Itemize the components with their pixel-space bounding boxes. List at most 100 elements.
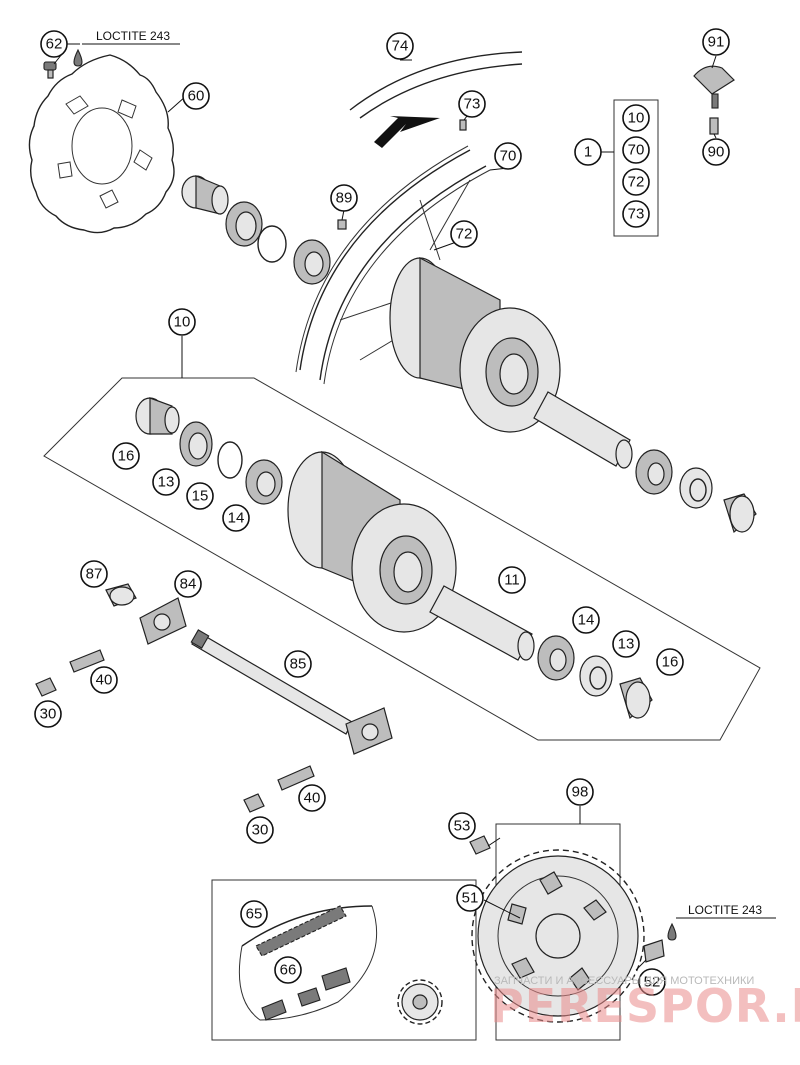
- svg-text:40: 40: [96, 672, 113, 689]
- callout-16-left: 16: [112, 442, 140, 470]
- callout-40-right: 40: [298, 784, 326, 812]
- drive-chain-65: [238, 905, 378, 1021]
- svg-text:89: 89: [336, 190, 353, 207]
- chain-kit-boundary: [211, 879, 477, 1041]
- loctite-drop-icon: [73, 48, 83, 67]
- disc-screw: [43, 61, 57, 79]
- wheel-hub-middle: [287, 450, 457, 633]
- kit-boundary: [43, 377, 761, 741]
- callout-66: 66: [274, 956, 302, 984]
- spacer-right-top: [723, 493, 757, 534]
- callout-85: 85: [284, 650, 312, 678]
- callout-87: 87: [80, 560, 108, 588]
- svg-text:72: 72: [628, 174, 645, 191]
- callout-53: 53: [448, 812, 476, 840]
- front-sprocket: [397, 979, 443, 1025]
- chain-adjuster-84-left: [139, 597, 187, 645]
- svg-text:60: 60: [188, 88, 205, 105]
- axle-nut-87: [105, 583, 137, 607]
- svg-text:15: 15: [192, 488, 209, 505]
- loctite-note-top: LOCTITE 243: [96, 29, 170, 43]
- callout-60: 60: [182, 82, 210, 110]
- svg-text:14: 14: [578, 612, 595, 629]
- leader-lines: [53, 53, 717, 971]
- callout-72: 72: [450, 220, 478, 248]
- callout-70: 70: [494, 142, 522, 170]
- svg-text:70: 70: [500, 148, 517, 165]
- adjuster-bolt-40-right: [277, 765, 315, 791]
- svg-text:10: 10: [628, 110, 645, 127]
- callout-14-right: 14: [572, 606, 600, 634]
- hub-spacer-top: [181, 175, 229, 215]
- callout-52: 52: [638, 968, 666, 996]
- svg-text:87: 87: [86, 566, 103, 583]
- watermark-caption: ЗАПЧАСТИ И АКСЕССУАРЫ ДЛЯ МОТОТЕХНИКИ: [494, 975, 754, 987]
- seal-13-right: [579, 655, 613, 697]
- kit-item-70: 70: [622, 136, 650, 164]
- loctite-drop-icon-bottom: [667, 922, 677, 941]
- kit-item-73: 73: [622, 200, 650, 228]
- valve-insert-90: [709, 117, 719, 135]
- sprocket-nut-53: [469, 835, 491, 855]
- svg-text:65: 65: [246, 906, 263, 923]
- svg-text:74: 74: [392, 38, 409, 55]
- svg-text:11: 11: [504, 572, 520, 589]
- bearing-top: [293, 239, 331, 285]
- svg-text:73: 73: [464, 96, 481, 113]
- callout-89: 89: [330, 184, 358, 212]
- svg-text:72: 72: [456, 226, 473, 243]
- chain-link-66: [261, 967, 351, 1021]
- valve-cap-91: [693, 65, 735, 109]
- sprocket-bolt-52: [643, 939, 665, 963]
- rear-sprocket-51: [471, 849, 645, 1023]
- svg-text:52: 52: [644, 974, 661, 991]
- adjuster-bolt-40-left: [69, 649, 105, 673]
- callout-11: 11: [498, 566, 526, 594]
- kit-item-10: 10: [622, 104, 650, 132]
- callout-91: 91: [702, 28, 730, 56]
- callout-73: 73: [458, 90, 486, 118]
- svg-text:16: 16: [662, 654, 679, 671]
- svg-text:90: 90: [708, 144, 725, 161]
- bearing-14-left: [245, 459, 283, 505]
- rear-axle-85: [190, 629, 353, 735]
- circlip-15: [217, 441, 243, 479]
- callout-84: 84: [174, 570, 202, 598]
- svg-text:62: 62: [46, 36, 63, 53]
- svg-text:85: 85: [290, 656, 307, 673]
- callout-51: 51: [456, 884, 484, 912]
- svg-text:13: 13: [158, 474, 175, 491]
- hub-sleeve-top: [533, 391, 633, 469]
- nut-30-right: [243, 793, 265, 813]
- svg-text:16: 16: [118, 448, 135, 465]
- callout-13-left: 13: [152, 468, 180, 496]
- callout-30-left: 30: [34, 700, 62, 728]
- nut-30-left: [35, 677, 57, 697]
- kit-list-box: [600, 99, 659, 237]
- seal-right-top: [679, 467, 713, 509]
- wheel-rim: [295, 145, 491, 385]
- callout-30-right: 30: [246, 816, 274, 844]
- callout-98: 98: [566, 778, 594, 806]
- callout-10: 10: [168, 308, 196, 336]
- svg-text:30: 30: [40, 706, 57, 723]
- spacer-16-left: [135, 397, 180, 435]
- hub-sleeve-11: [429, 585, 535, 661]
- svg-text:51: 51: [462, 890, 479, 907]
- loctite-note-bottom: LOCTITE 243: [688, 903, 762, 917]
- svg-text:84: 84: [180, 576, 197, 593]
- spacer-16-right: [619, 677, 653, 720]
- svg-text:73: 73: [628, 206, 645, 223]
- callout-13-right: 13: [612, 630, 640, 658]
- svg-text:13: 13: [618, 636, 635, 653]
- callout-40-left: 40: [90, 666, 118, 694]
- spoke-nipple-89: [337, 219, 347, 230]
- chain-adjuster-84-right: [345, 707, 393, 755]
- svg-text:53: 53: [454, 818, 471, 835]
- wheel-hub-top: [389, 257, 561, 433]
- spoke-nipple-73: [459, 119, 467, 131]
- svg-text:66: 66: [280, 962, 297, 979]
- shaft-seal-top: [225, 201, 263, 247]
- rim-tape: [349, 51, 523, 119]
- svg-text:40: 40: [304, 790, 321, 807]
